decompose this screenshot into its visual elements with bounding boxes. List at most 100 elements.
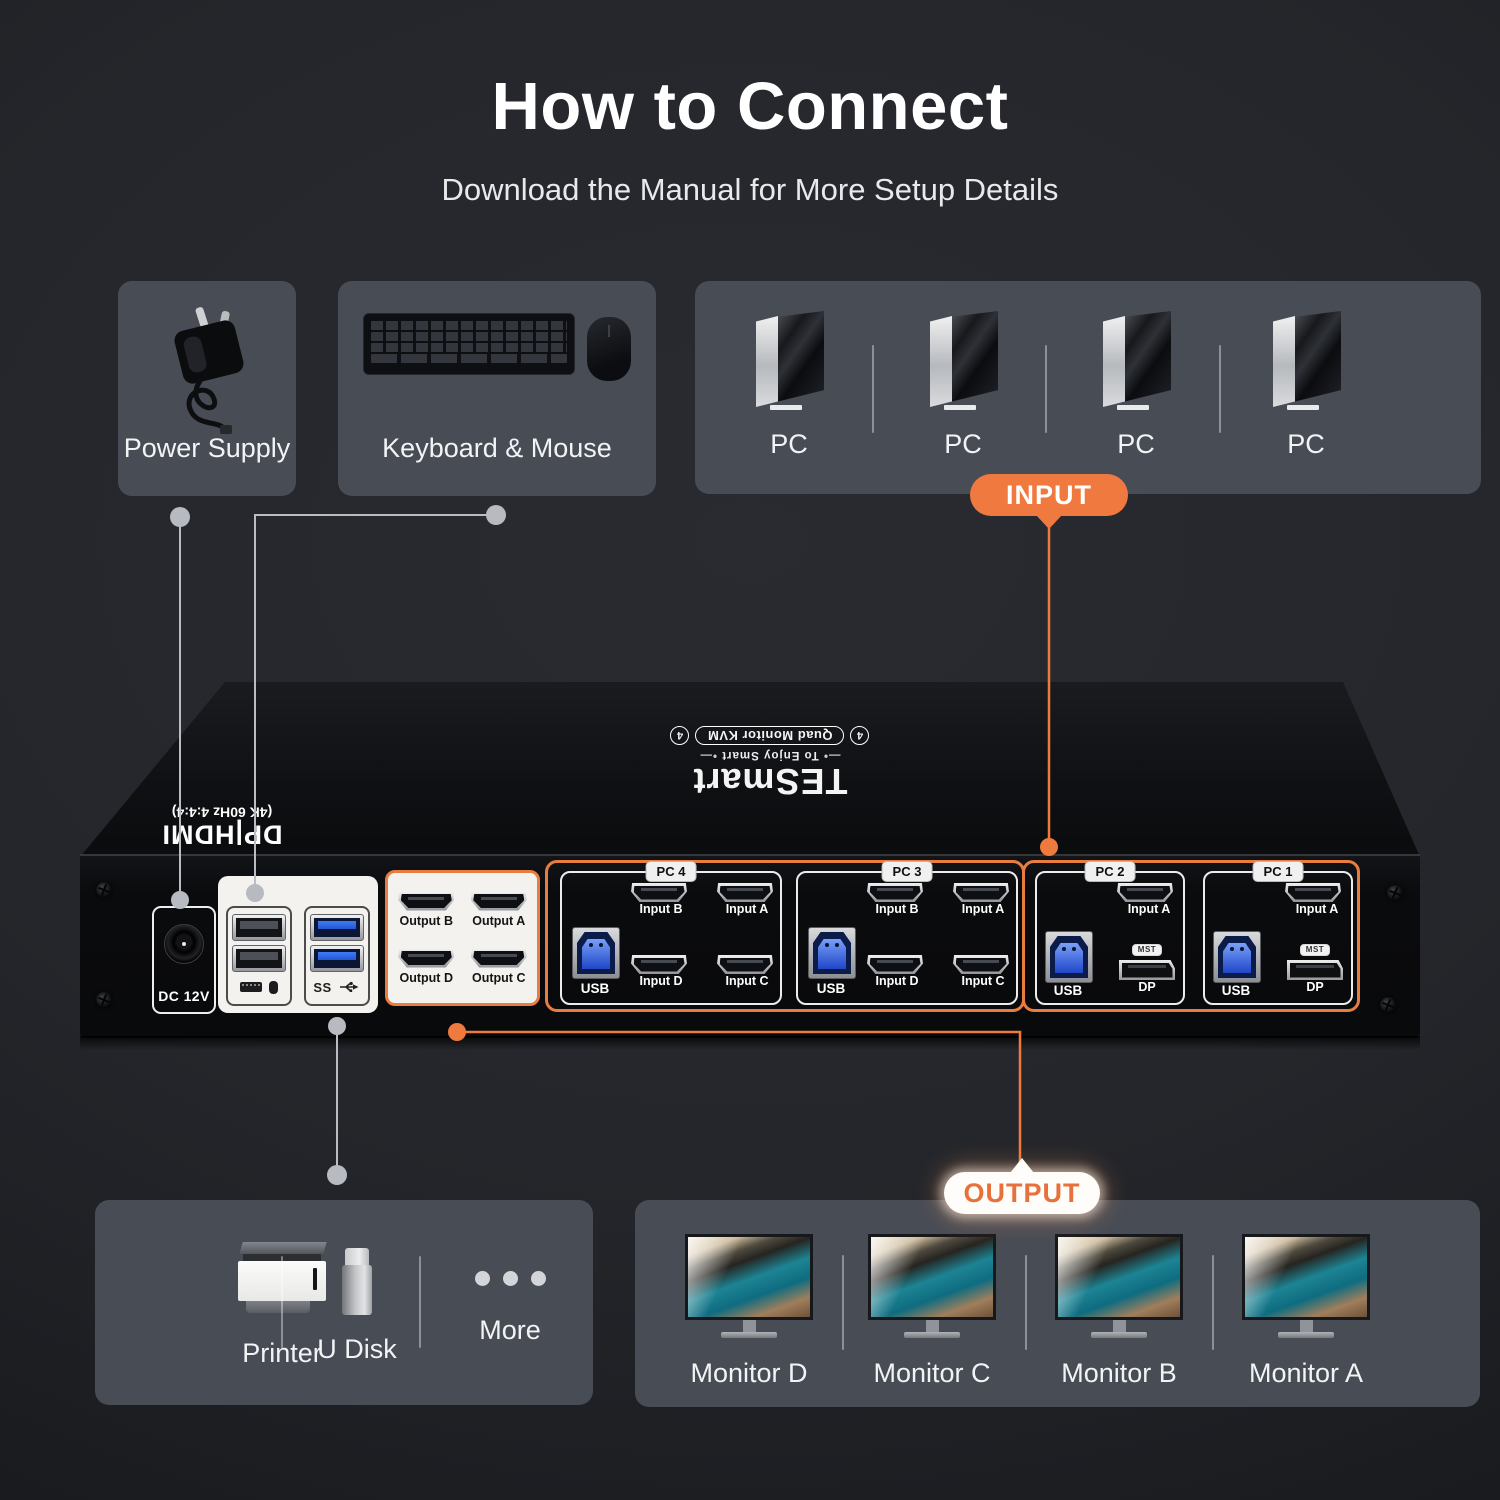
more-item: More xyxy=(435,1248,585,1346)
pc-label: PC xyxy=(1287,429,1325,459)
port-types-label: DP|HDMI xyxy=(161,819,283,850)
input-port: Input A xyxy=(1285,883,1349,916)
dc-label: DC 12V xyxy=(158,988,210,1004)
page-subtitle: Download the Manual for More Setup Detai… xyxy=(441,172,1059,207)
usb3-a-port[interactable] xyxy=(310,914,364,941)
hdmi-port[interactable] xyxy=(631,955,687,974)
more-dots-icon xyxy=(435,1248,585,1308)
udisk-icon xyxy=(342,1248,372,1315)
usb-label: USB xyxy=(1053,983,1083,998)
usb3-port-group: SS xyxy=(304,906,370,1006)
dc-power-section: DC 12V xyxy=(152,906,216,1014)
dp-port-group: MST DP xyxy=(1115,939,1179,994)
usb-b-port[interactable] xyxy=(572,927,620,979)
divider xyxy=(281,1256,283,1348)
keyboard-key-row xyxy=(371,332,567,341)
model-badge: Quad Monitor KVM xyxy=(695,726,845,745)
usb-b-port[interactable] xyxy=(808,927,856,979)
displayport-port[interactable] xyxy=(1119,960,1175,980)
model-badge-row: 4 Quad Monitor KVM 4 xyxy=(635,726,905,745)
hdmi-port[interactable] xyxy=(470,891,527,911)
output-label: Output B xyxy=(399,913,453,928)
usb3-a-port[interactable] xyxy=(310,945,364,972)
keyboard-key-row xyxy=(371,354,567,363)
hdmi-port[interactable] xyxy=(953,883,1009,902)
monitor-item: Monitor B xyxy=(1044,1234,1194,1389)
screw-icon xyxy=(1380,997,1396,1013)
monitor-label: Monitor B xyxy=(1061,1358,1177,1388)
divider xyxy=(1212,1255,1214,1350)
hdmi-port[interactable] xyxy=(867,883,923,902)
hdmi-port[interactable] xyxy=(398,891,455,911)
usb-label: USB xyxy=(580,981,610,996)
hdmi-port[interactable] xyxy=(470,948,527,968)
input-port: Input A xyxy=(1117,883,1181,916)
mst-badge: MST xyxy=(1131,944,1163,956)
power-supply-card: Power Supply xyxy=(118,281,296,496)
divider xyxy=(842,1255,844,1350)
pc1-tab: PC 1 xyxy=(1252,861,1304,882)
hdmi-port[interactable] xyxy=(717,955,773,974)
displayport-port[interactable] xyxy=(1287,960,1343,980)
hdmi-output-section: Output B Output A Output D Output C xyxy=(385,870,540,1006)
screw-icon xyxy=(1387,885,1403,901)
output-port: Output B xyxy=(390,881,463,938)
keyboard-mouse-icons xyxy=(240,978,278,996)
printer-item: Printer xyxy=(207,1242,357,1369)
hdmi-port[interactable] xyxy=(398,948,455,968)
usb-hub-panel: SS xyxy=(218,876,378,1013)
pc4-section: PC 4 USB Input B Input A Input D Inp xyxy=(560,861,782,1005)
usb-b-port[interactable] xyxy=(1213,931,1261,983)
output-port: Output A xyxy=(463,881,536,938)
hdmi-port[interactable] xyxy=(953,955,1009,974)
pc-label: PC xyxy=(1117,429,1155,459)
brand-tagline: —• To Enjoy Smart •— xyxy=(699,749,841,761)
resolution-label: (4K 60Hz 4:4:4) xyxy=(171,804,273,820)
circled-4-icon: 4 xyxy=(670,726,690,745)
output-label: Output D xyxy=(399,970,453,985)
usb-a-port[interactable] xyxy=(232,945,286,972)
pc2-tab: PC 2 xyxy=(1084,861,1136,882)
pc-tower-icon xyxy=(750,311,828,410)
pc4-tab: PC 4 xyxy=(645,861,697,882)
pc3-section: PC 3 USB Input B Input A Input D Inp xyxy=(796,861,1018,1005)
hdmi-port[interactable] xyxy=(717,883,773,902)
pc3-tab: PC 3 xyxy=(881,861,933,882)
divider xyxy=(419,1256,421,1348)
divider xyxy=(1025,1255,1027,1350)
monitor-item: Monitor D xyxy=(674,1234,824,1389)
power-supply-label: Power Supply xyxy=(123,433,291,463)
hdmi-port[interactable] xyxy=(631,883,687,902)
pc-tower-icon xyxy=(1267,311,1345,410)
dc-jack-port[interactable] xyxy=(164,924,204,964)
input-port: Input B xyxy=(631,883,691,916)
usb-trident-icon xyxy=(339,981,359,992)
page-title: How to Connect xyxy=(491,69,1009,144)
monitor-icon xyxy=(1242,1234,1370,1338)
input-port: Input C xyxy=(953,955,1013,988)
usb-label: USB xyxy=(816,981,846,996)
pc2-section: PC 2 Input A USB MST DP xyxy=(1035,861,1185,1005)
hdmi-port[interactable] xyxy=(1117,883,1173,902)
device-brand-block: TESmart —• To Enjoy Smart •— 4 Quad Moni… xyxy=(635,726,905,802)
usb-b-port[interactable] xyxy=(1045,931,1093,983)
input-port: Input D xyxy=(867,955,927,988)
keyboard-icon xyxy=(363,313,575,375)
keyboard-key-row xyxy=(371,321,567,330)
hdmi-port[interactable] xyxy=(867,955,923,974)
usb-label: USB xyxy=(1221,983,1251,998)
input-port: Input A xyxy=(953,883,1013,916)
pc-item: PC xyxy=(714,311,864,460)
output-port: Output C xyxy=(463,938,536,995)
divider xyxy=(1045,345,1047,433)
divider xyxy=(1219,345,1221,433)
power-adapter-icon xyxy=(174,307,244,434)
mouse-icon xyxy=(587,317,631,381)
pc-item: PC xyxy=(1231,311,1381,460)
more-label: More xyxy=(479,1315,541,1345)
input-port: Input B xyxy=(867,883,927,916)
hdmi-port[interactable] xyxy=(1285,883,1341,902)
usb-a-port[interactable] xyxy=(232,914,286,941)
pc-sources-card: PC PC PC PC xyxy=(695,281,1481,494)
